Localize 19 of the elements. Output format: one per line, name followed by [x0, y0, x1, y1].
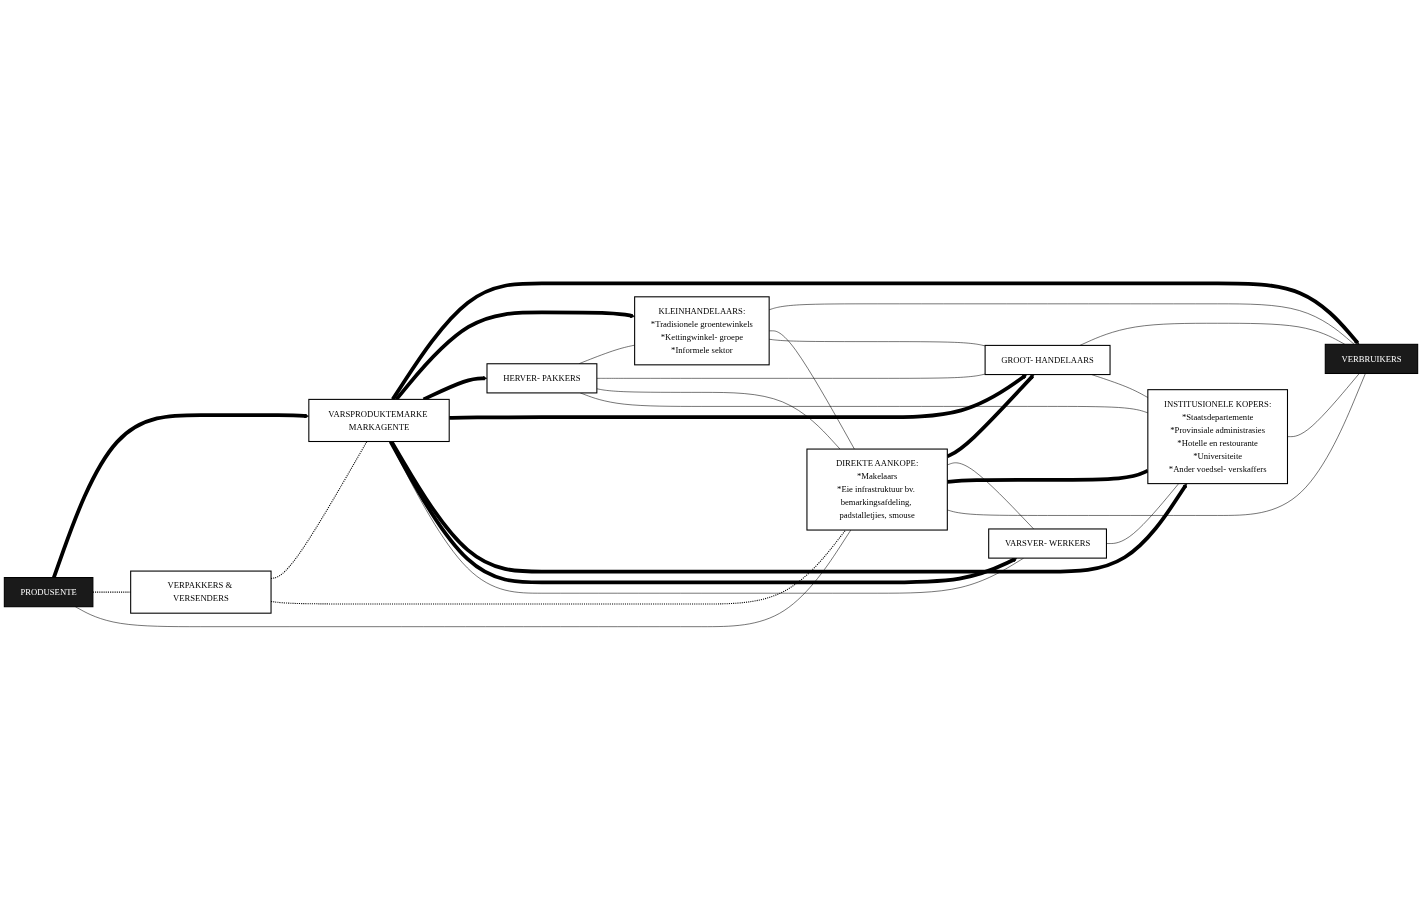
node-box: VERBRUIKERS	[1324, 343, 1419, 374]
connector	[947, 462, 1034, 529]
node-box: GROOT- HANDELAARS	[984, 344, 1111, 375]
connector	[596, 373, 986, 379]
node-box: VARSPRODUKTEMARKE MARKAGENTE	[308, 398, 450, 442]
node-box: KLEINHANDELAARS: *Tradisionele groentewinkels *Kettingwinkel- groepe *Informele sektor	[634, 295, 770, 365]
arrow	[391, 280, 1360, 400]
connector	[75, 529, 852, 627]
connector	[1106, 482, 1179, 544]
node-box: PRODUSENTE	[3, 576, 94, 607]
node-box: DIREKTE AANKOPE: *Makelaars *Eie infrastruktuur bv. bemarkingsafdeling, padstalletjies, smouse	[806, 448, 948, 531]
connector	[1287, 372, 1360, 437]
node-box: INSTITUSIONELE KOPERS: *Staatsdepartemente *Provinsiale administrasies *Hotelle en restourante *Universiteite *Ander voedsel- verskaffers	[1147, 388, 1289, 484]
connector	[947, 372, 1366, 516]
node-box: VARSVER- WERKERS	[988, 527, 1107, 559]
arrow	[449, 373, 1028, 420]
node-box: HERVER- PAKKERS	[486, 362, 598, 393]
connector	[596, 388, 841, 449]
node-box: VERPAKKERS & VERSENDERS	[130, 570, 272, 614]
